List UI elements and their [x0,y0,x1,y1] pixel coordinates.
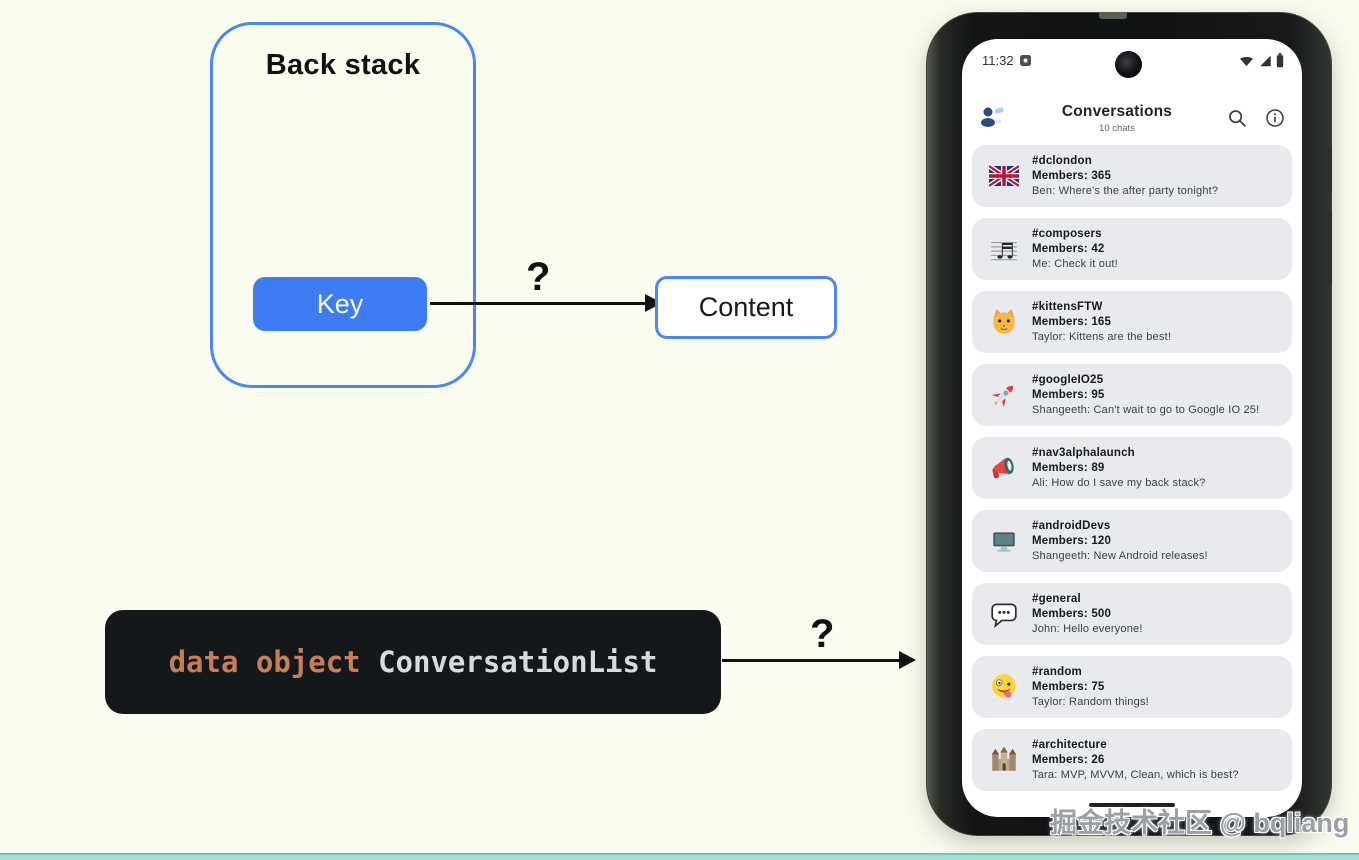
flag-gb-icon [988,160,1020,192]
conversation-name: #androidDevs [1032,520,1111,532]
megaphone-icon [988,452,1020,484]
wifi-icon [1239,54,1254,67]
conversation-message: Shangeeth: New Android releases! [1032,550,1208,562]
conversation-card[interactable]: #architecture Members: 26 Tara: MVP, MVV… [972,729,1292,791]
conversation-message: Taylor: Kittens are the best! [1032,331,1172,343]
conversation-card[interactable]: #nav3alphalaunch Members: 89 Ali: How do… [972,437,1292,499]
conversation-card[interactable]: #general Members: 500 John: Hello everyo… [972,583,1292,645]
conversation-message: Tara: MVP, MVVM, Clean, which is best? [1032,769,1239,781]
conversation-card[interactable]: #dclondon Members: 365 Ben: Where's the … [972,145,1292,207]
svg-text:♬: ♬ [995,240,1014,264]
key-box: Key [253,277,427,331]
conversation-message: Taylor: Random things! [1032,696,1149,708]
content-box: Content [655,276,837,339]
zany-face-icon [988,671,1020,703]
status-bar: 11:32 [982,51,1284,69]
code-to-phone-arrowhead [899,651,916,669]
musical-score-icon: ♬ [988,233,1020,265]
conversation-list: #dclondon Members: 365 Ben: Where's the … [972,145,1292,802]
signal-icon [1258,54,1272,67]
conversation-name: #dclondon [1032,155,1092,167]
conversation-name: #nav3alphalaunch [1032,447,1135,459]
phone-screen: 11:32 Conversations 10 chats #dcl [962,39,1302,817]
conversation-members: Members: 165 [1032,316,1112,328]
rocket-icon [988,379,1020,411]
battery-icon [1276,52,1284,68]
conversation-members: Members: 26 [1032,754,1105,766]
front-camera [1115,51,1142,78]
conversation-name: #composers [1032,228,1102,240]
conversation-members: Members: 75 [1032,681,1105,693]
conversation-card[interactable]: #random Members: 75 Taylor: Random thing… [972,656,1292,718]
status-time: 11:32 [982,52,1014,68]
cat-face-icon [988,306,1020,338]
conversation-name: #googleIO25 [1032,374,1104,386]
back-stack-title: Back stack [265,49,421,81]
conversation-members: Members: 42 [1032,243,1105,255]
conversation-card[interactable]: #kittensFTW Members: 165 Taylor: Kittens… [972,291,1292,353]
search-icon[interactable] [1226,107,1248,129]
app-subtitle: 10 chats [1099,122,1135,134]
conversation-members: Members: 95 [1032,389,1105,401]
app-title: Conversations [1061,102,1173,120]
conversation-name: #general [1032,593,1081,605]
code-block: data object ConversationList [105,610,721,714]
conversation-message: John: Hello everyone! [1032,623,1143,635]
conversation-members: Members: 500 [1032,608,1112,620]
power-button [1328,146,1332,192]
conversation-name: #architecture [1032,739,1107,751]
home-indicator[interactable] [1089,803,1175,807]
watermark: 掘金技术社区 @ bqliang [1050,808,1350,838]
conversation-members: Members: 89 [1032,462,1105,474]
conversation-card[interactable]: #googleIO25 Members: 95 Shangeeth: Can't… [972,364,1292,426]
question-mark-2: ? [810,612,835,656]
desktop-computer-icon [988,525,1020,557]
key-to-content-arrow [430,302,646,305]
conversation-message: Ben: Where's the after party tonight? [1032,185,1219,197]
app-bar: Conversations 10 chats [978,95,1286,141]
conversation-name: #random [1032,666,1082,678]
speech-balloon-icon [988,598,1020,630]
conversation-members: Members: 365 [1032,170,1112,182]
question-mark-1: ? [526,255,551,299]
notification-app-icon [1019,54,1031,66]
code-identifier: ConversationList [378,645,658,679]
conversation-name: #kittensFTW [1032,301,1103,313]
code-to-phone-arrow [722,659,900,662]
conversation-card[interactable]: ♬ #composers Members: 42 Me: Check it ou… [972,218,1292,280]
people-icon[interactable] [978,103,1008,133]
back-stack-container: Back stack [210,22,476,388]
conversation-message: Me: Check it out! [1032,258,1118,270]
hinge-detail [1099,12,1127,19]
conversation-card[interactable]: #androidDevs Members: 120 Shangeeth: New… [972,510,1292,572]
conversation-members: Members: 120 [1032,535,1112,547]
conversation-message: Shangeeth: Can't wait to go to Google IO… [1032,404,1260,416]
info-icon[interactable] [1264,107,1286,129]
code-keyword: data object [168,645,361,679]
volume-button [1328,212,1332,284]
conversation-message: Ali: How do I save my back stack? [1032,477,1206,489]
castle-icon [988,744,1020,776]
bottom-teal-strip [0,853,1359,860]
